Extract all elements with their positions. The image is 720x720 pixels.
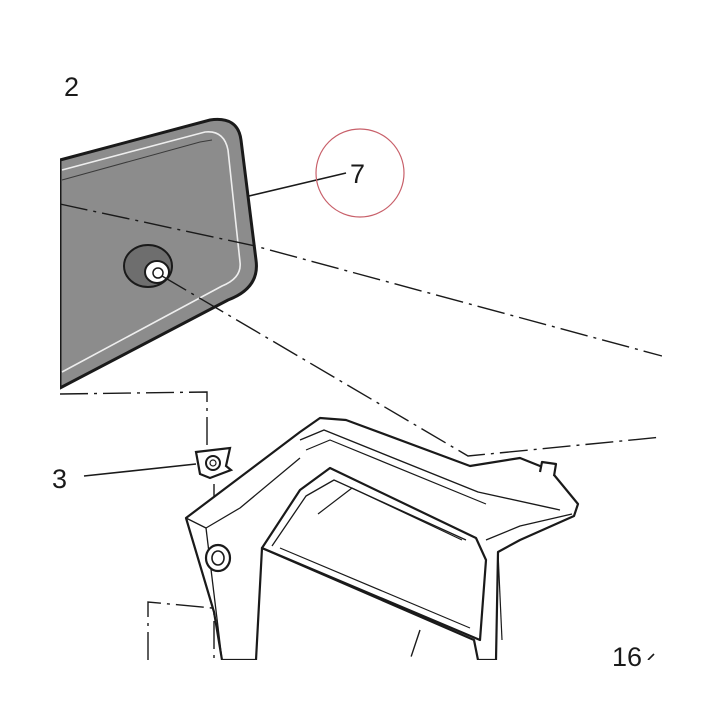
highlight-circle [315,128,405,218]
crop-mask-left [0,0,60,720]
callout-label-2: 2 [64,72,79,102]
dark-panel-part [58,117,258,391]
callout-label-16: 16 [612,642,642,672]
leader-line-3 [83,463,197,477]
callout-label-3: 3 [52,464,67,494]
panel-boss [123,244,173,288]
crop-mask-right [662,0,720,720]
crop-mask-bottom [0,660,720,720]
bracket-grommet [204,543,232,573]
clip-nut-part [194,446,234,480]
leader-line-7 [248,172,347,197]
callout-label-7: 7 [350,159,365,189]
leader-line-16 [647,653,655,661]
bracket-frame-part [184,416,580,662]
